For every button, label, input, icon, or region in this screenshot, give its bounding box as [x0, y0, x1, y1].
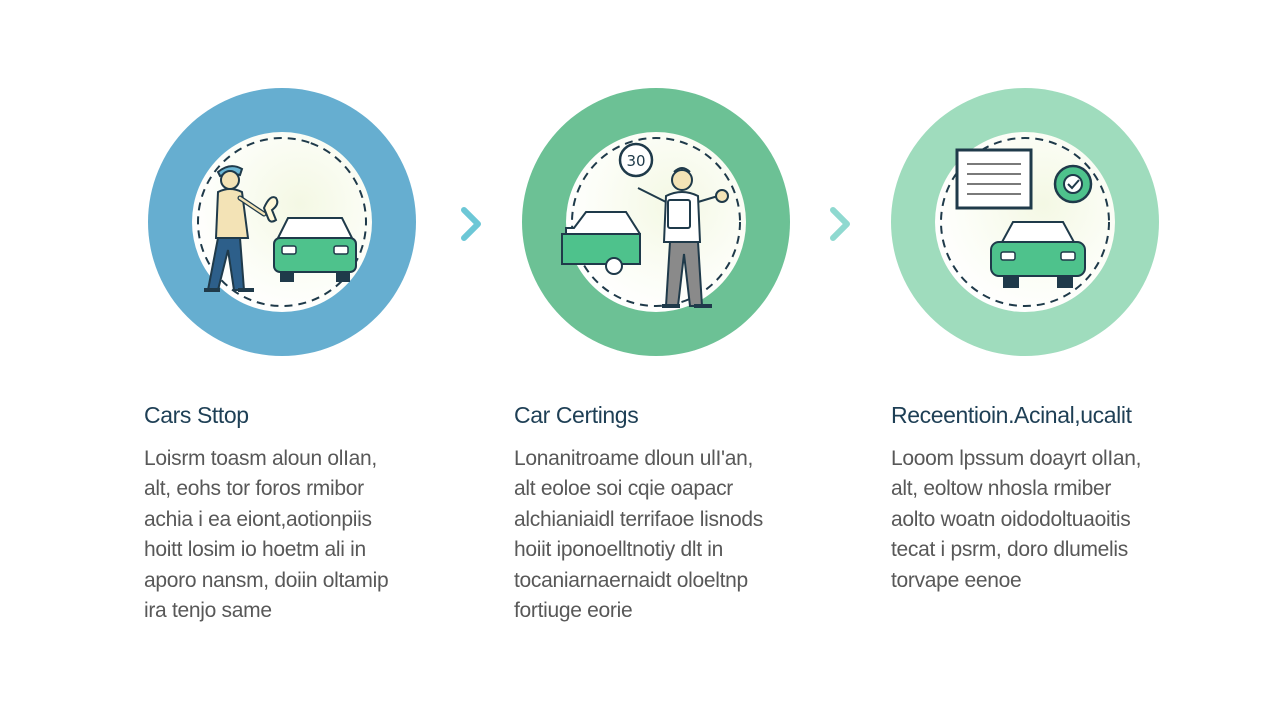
step-1-circle	[148, 88, 416, 356]
step-2-description-line: fortiuge eorie	[514, 599, 633, 623]
step-3-title: Receentioin.Acinal,ucalit	[891, 402, 1132, 428]
chevron-right-icon	[830, 207, 850, 241]
step-3-circle	[891, 88, 1159, 356]
step-2-description-line: hoiit iponoelltnotiy dlt in	[514, 538, 724, 562]
step-2-description-line: Lonanitroame dloun ulI'an,	[514, 447, 754, 470]
step-1-description-line: alt, eohs tor foros rmibor	[144, 477, 364, 501]
step-2-circle: 30	[522, 88, 790, 356]
step-3-description-line: alt, eoltow nhosla rmiber	[891, 477, 1112, 501]
step-1-description-line: achia i ea eiont,aotionpiis	[144, 507, 372, 531]
step-1-description-line: ira tenjo same	[144, 599, 272, 623]
step-1-description-line: aporo nansm, doiin oltamip	[144, 568, 389, 592]
inspector-with-car-icon: 30	[561, 137, 741, 308]
inspection-badge-text: 30	[626, 152, 645, 170]
step-1-title: Cars Sttop	[144, 402, 249, 428]
document-approval-car-icon	[940, 137, 1110, 307]
step-2-title: Car Certings	[514, 402, 639, 428]
mechanic-with-car-icon	[197, 137, 367, 307]
step-2-description-line: alt eoloe soi cqie oapacr	[514, 477, 733, 501]
step-3-description-line: tecat i psrm, doro dlumelis	[891, 538, 1128, 562]
step-1-description-line: Loisrm toasm aloun olIan,	[144, 447, 377, 470]
step-3-description-line: torvape eenoe	[891, 568, 1022, 592]
step-1-description: Loisrm toasm aloun olIan, alt, eohs tor …	[144, 444, 444, 626]
step-2-description-line: alchianiaidl terrifaoe lisnods	[514, 507, 763, 531]
step-3-description: Looom lpssum doayrt olIan, alt, eoltow n…	[891, 444, 1191, 596]
step-3-description-line: Looom lpssum doayrt olIan,	[891, 447, 1142, 470]
step-2-description: Lonanitroame dloun ulI'an, alt eoloe soi…	[514, 444, 814, 626]
step-2-description-line: tocaniarnaernaidt oloeltnp	[514, 568, 748, 592]
step-3-description-line: aolto woatn oidodoltuaoitis	[891, 507, 1131, 531]
step-1-description-line: hoitt losim io hoetm ali in	[144, 538, 366, 562]
chevron-right-icon	[461, 207, 481, 241]
